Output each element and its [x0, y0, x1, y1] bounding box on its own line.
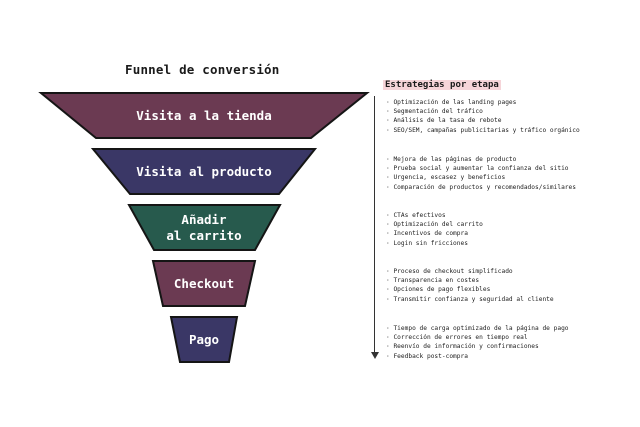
funnel-stage-4: [151, 260, 257, 307]
strategy-group-4: Proceso de checkout simplificadoTranspar…: [386, 267, 554, 304]
funnel-stage-3: [127, 204, 282, 251]
strategy-item: Corrección de errores en tiempo real: [386, 333, 569, 342]
funnel-stage-label: Visita al producto: [136, 164, 271, 179]
strategy-item: Reenvío de información y confirmaciones: [386, 342, 569, 351]
funnel-stage-label: Añadir: [181, 212, 227, 227]
strategy-item: Segmentación del tráfico: [386, 107, 580, 116]
strategy-item: Opciones de pago flexibles: [386, 285, 554, 294]
strategy-item: Login sin fricciones: [386, 239, 483, 248]
strategy-item: Prueba social y aumentar la confianza de…: [386, 164, 576, 173]
strategy-item: Transmitir confianza y seguridad al clie…: [386, 295, 553, 304]
funnel-stage-label: Visita a la tienda: [136, 108, 271, 123]
strategy-group-3: CTAs efectivosOptimización del carritoIn…: [386, 211, 483, 248]
strategy-group-2: Mejora de las páginas de productoPrueba …: [386, 155, 576, 192]
funnel-stage-label: Checkout: [174, 276, 234, 291]
strategy-item: SEO/SEM, campañas publicitarias y tráfic…: [386, 126, 579, 135]
funnel-stage-1: [38, 92, 370, 139]
strategy-group-5: Tiempo de carga optimizado de la página …: [386, 324, 569, 361]
strategies-title: Estrategias por etapa: [383, 80, 501, 90]
strategy-item: Urgencia, escasez y beneficios: [386, 173, 576, 182]
funnel-stage-label: al carrito: [166, 228, 241, 243]
strategy-item: Proceso de checkout simplificado: [386, 267, 554, 276]
strategy-item: Mejora de las páginas de producto: [386, 155, 576, 164]
strategy-item: Tiempo de carga optimizado de la página …: [386, 324, 568, 333]
strategy-item: Incentivos de compra: [386, 229, 483, 238]
funnel-stage-5: [169, 316, 239, 363]
funnel-title: Funnel de conversión: [125, 62, 280, 77]
strategy-item: Transparencia en costes: [386, 276, 554, 285]
strategy-group-1: Optimización de las landing pagesSegment…: [386, 98, 580, 135]
arrow-down-icon: [370, 352, 379, 359]
strategy-item: Feedback post-compra: [386, 352, 569, 361]
strategy-item: Optimización de las landing pages: [386, 98, 580, 107]
strategy-item: Optimización del carrito: [386, 220, 482, 229]
strategy-item: Análisis de la tasa de rebote: [386, 116, 580, 125]
timeline-arrow-line: [373, 96, 375, 353]
funnel-stage-label: Pago: [189, 332, 219, 347]
funnel-stage-2: [90, 148, 318, 195]
strategy-item: Comparación de productos y recomendados/…: [386, 183, 576, 192]
strategy-item: CTAs efectivos: [386, 211, 483, 220]
